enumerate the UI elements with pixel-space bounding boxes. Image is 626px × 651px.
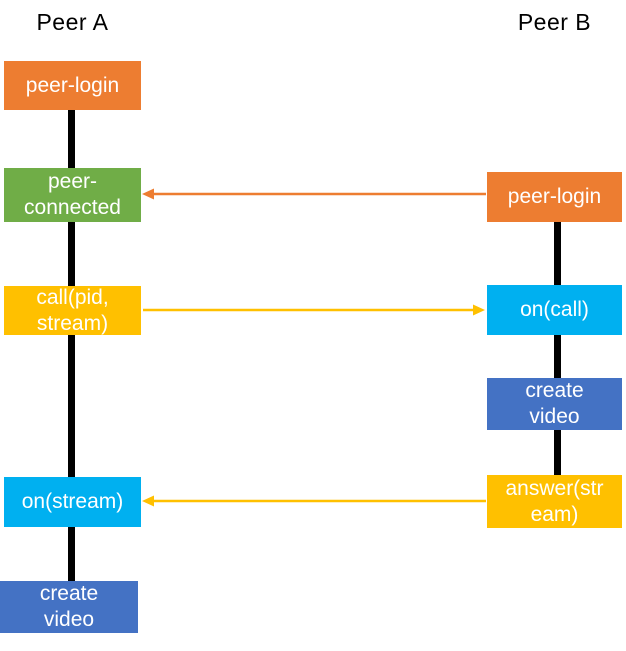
- arrow-call-to-on-call: [143, 304, 485, 316]
- peer-b-lifeline: [554, 197, 561, 502]
- peer-b-step-answer: answer(str eam): [487, 475, 622, 528]
- peer-b-step-on-call: on(call): [487, 285, 622, 335]
- arrow-peer-login-to-peer-connected: [142, 188, 486, 200]
- arrowhead-left-icon: [142, 188, 154, 200]
- arrow-answer-to-on-stream: [142, 495, 486, 507]
- peer-a-step-on-stream: on(stream): [4, 477, 141, 527]
- peer-a-step-peer-login: peer-login: [4, 61, 141, 110]
- peer-a-lifeline: [68, 86, 75, 606]
- arrowhead-right-icon: [473, 304, 485, 316]
- peer-b-step-peer-login: peer-login: [487, 172, 622, 222]
- peer-b-title: Peer B: [517, 8, 592, 35]
- peer-a-step-peer-connected: peer- connected: [4, 168, 141, 222]
- peer-a-step-create-video: create video: [0, 581, 138, 633]
- peer-a-step-call: call(pid, stream): [4, 286, 141, 335]
- arrowhead-left-icon: [142, 495, 154, 507]
- peer-b-step-create-video: create video: [487, 378, 622, 430]
- peer-a-title: Peer A: [36, 8, 109, 35]
